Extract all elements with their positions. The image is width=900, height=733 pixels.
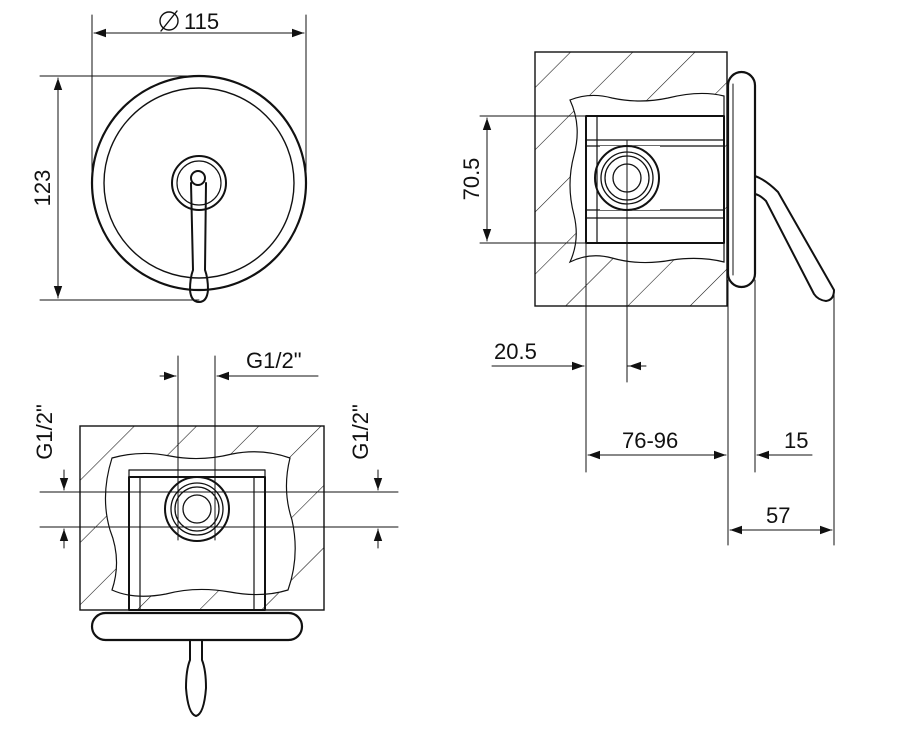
handle-lever — [189, 182, 209, 303]
range-label: 76-96 — [622, 428, 678, 453]
side-view: 70.5 20.5 76-96 15 57 — [459, 51, 835, 546]
right-port-label: G1/2" — [348, 404, 373, 460]
diameter-symbol-icon — [159, 11, 179, 31]
depth-label: 70.5 — [459, 158, 484, 201]
bottom-view: G1/2" G1/2" G1/2" — [32, 348, 399, 717]
rosette-inner — [103, 87, 295, 279]
height-label: 123 — [30, 170, 55, 207]
plate-label: 15 — [784, 428, 808, 453]
bottom-face-plate — [90, 611, 304, 642]
bottom-handle — [185, 639, 207, 717]
front-view: 115 123 — [30, 9, 308, 303]
bottom-wall-cavity — [104, 451, 296, 597]
offset-label: 20.5 — [494, 339, 537, 364]
projection-label: 57 — [766, 503, 790, 528]
left-port-label: G1/2" — [32, 404, 57, 460]
handle-pivot — [190, 170, 206, 186]
rosette-outer — [90, 74, 308, 292]
side-lever — [754, 175, 835, 302]
bottom-port-outer — [164, 476, 230, 542]
diameter-label: 115 — [184, 9, 219, 34]
face-plate — [726, 70, 757, 289]
handle-hub-outer — [171, 155, 227, 211]
handle-hub-inner — [176, 160, 222, 206]
top-port-label: G1/2" — [246, 348, 302, 373]
valve-body — [585, 115, 725, 244]
